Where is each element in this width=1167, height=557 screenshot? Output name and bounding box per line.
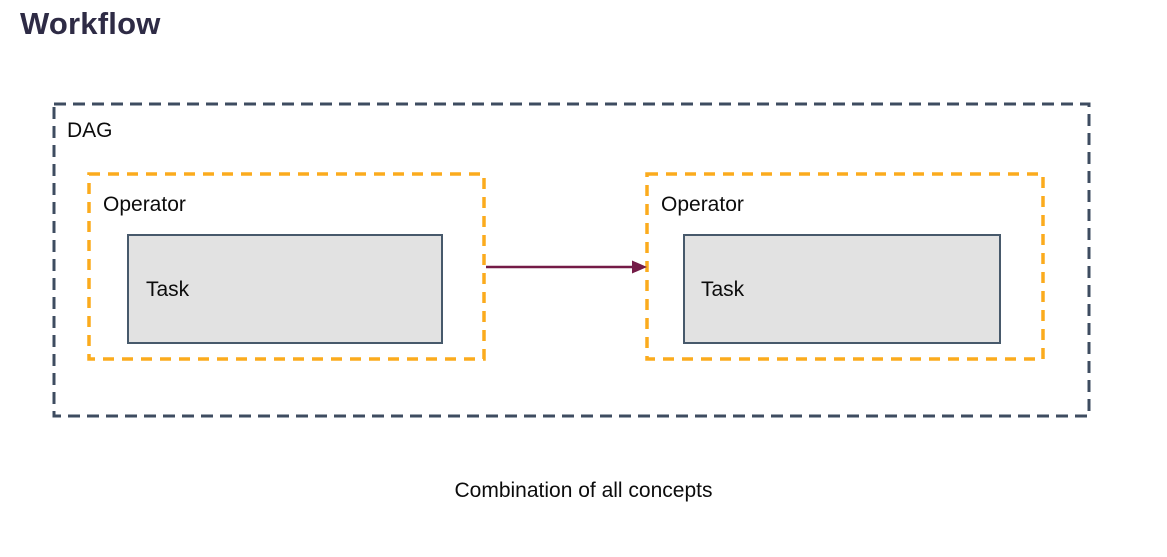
dag-container-box (52, 102, 1091, 418)
task-1-label: Task (146, 278, 190, 301)
dag-label: DAG (67, 119, 113, 142)
dependency-arrow (486, 260, 647, 274)
dependency-arrowhead-icon (632, 260, 647, 274)
task-2-label: Task (701, 278, 745, 301)
operator-1-box (87, 172, 486, 361)
operator-2-box (645, 172, 1045, 361)
task-2-box (683, 234, 1001, 344)
caption: Combination of all concepts (454, 479, 713, 502)
operator-1-label: Operator (103, 193, 186, 216)
task-1-box (127, 234, 443, 344)
page-title: Workflow (20, 6, 161, 41)
operator-2-label: Operator (661, 193, 744, 216)
